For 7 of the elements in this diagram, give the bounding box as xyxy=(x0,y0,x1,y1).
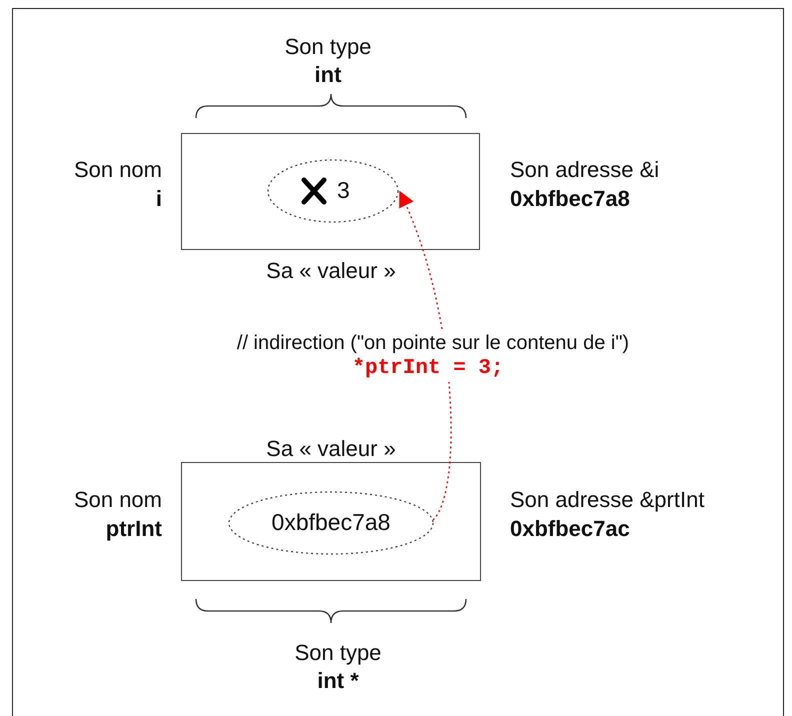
memory-box xyxy=(181,133,480,250)
comment-text: // indirection ("on pointe sur le contenu de i") xyxy=(236,330,630,356)
value-text: 0xbfbec7a8 xyxy=(270,509,392,536)
value-ellipse xyxy=(228,491,434,555)
value-ellipse xyxy=(267,159,399,223)
memory-box xyxy=(181,462,481,581)
value-text: 3 xyxy=(337,177,350,204)
